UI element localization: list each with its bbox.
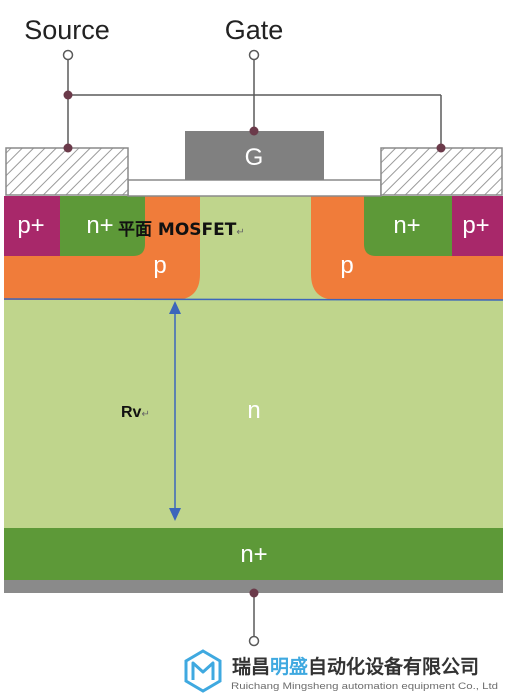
n-plus-left-label: n+ bbox=[86, 212, 113, 239]
junction-dot bbox=[249, 588, 259, 598]
return-mark: ↵ bbox=[141, 409, 149, 420]
rv-label: Rv↵ bbox=[121, 404, 150, 421]
gate-terminal bbox=[248, 49, 260, 61]
n-drift-label: n bbox=[247, 397, 260, 424]
source-contact-left bbox=[5, 147, 129, 196]
drain-contact bbox=[4, 580, 503, 593]
p-right-label: p bbox=[340, 252, 353, 279]
n-plus-right bbox=[364, 196, 452, 256]
source-contact-right bbox=[380, 147, 503, 196]
p-left-label: p bbox=[153, 252, 166, 279]
return-mark: ↵ bbox=[236, 227, 244, 238]
rv-arrow bbox=[169, 301, 181, 521]
n-plus-substrate-label: n+ bbox=[240, 541, 267, 568]
diagram-title: 平面 MOSFET↵ bbox=[118, 220, 245, 240]
company-name-cn-b: 明盛 bbox=[270, 655, 308, 678]
gate-electrode bbox=[185, 131, 324, 180]
logo-m-icon bbox=[191, 661, 215, 680]
company-name-cn-a: 瑞昌 bbox=[232, 655, 270, 678]
gate-pad-label: G bbox=[245, 144, 264, 171]
company-logo bbox=[184, 649, 222, 693]
gate-label: Gate bbox=[225, 15, 284, 45]
company-name-cn: 瑞昌明盛自动化设备有限公司 bbox=[232, 655, 479, 678]
source-label: Source bbox=[24, 15, 110, 45]
n-plus-left bbox=[60, 196, 145, 256]
junction-dot bbox=[249, 126, 259, 136]
p-plus-right bbox=[452, 196, 503, 256]
junction-dot bbox=[436, 143, 446, 153]
rv-label-text: Rv bbox=[121, 404, 142, 421]
n-plus-substrate bbox=[4, 528, 503, 580]
terminal-circles bbox=[62, 49, 260, 647]
source-terminal bbox=[62, 49, 74, 61]
wiring bbox=[67, 58, 442, 638]
junction-dot bbox=[63, 90, 73, 100]
n-plus-right-label: n+ bbox=[393, 212, 420, 239]
p-plus-left-label: p+ bbox=[17, 212, 44, 239]
p-plus-right-label: p+ bbox=[462, 212, 489, 239]
p-plus-left bbox=[4, 196, 60, 256]
company-name-en: Ruichang Mingsheng automation equipment … bbox=[231, 681, 498, 692]
company-name-cn-c: 自动化设备有限公司 bbox=[308, 655, 479, 678]
gate-oxide bbox=[127, 179, 382, 197]
junction-dot bbox=[63, 143, 73, 153]
junction-line bbox=[3, 298, 504, 301]
junction-dots bbox=[63, 90, 446, 598]
drain-terminal bbox=[248, 635, 260, 647]
diagram-title-text: 平面 MOSFET bbox=[118, 220, 237, 240]
